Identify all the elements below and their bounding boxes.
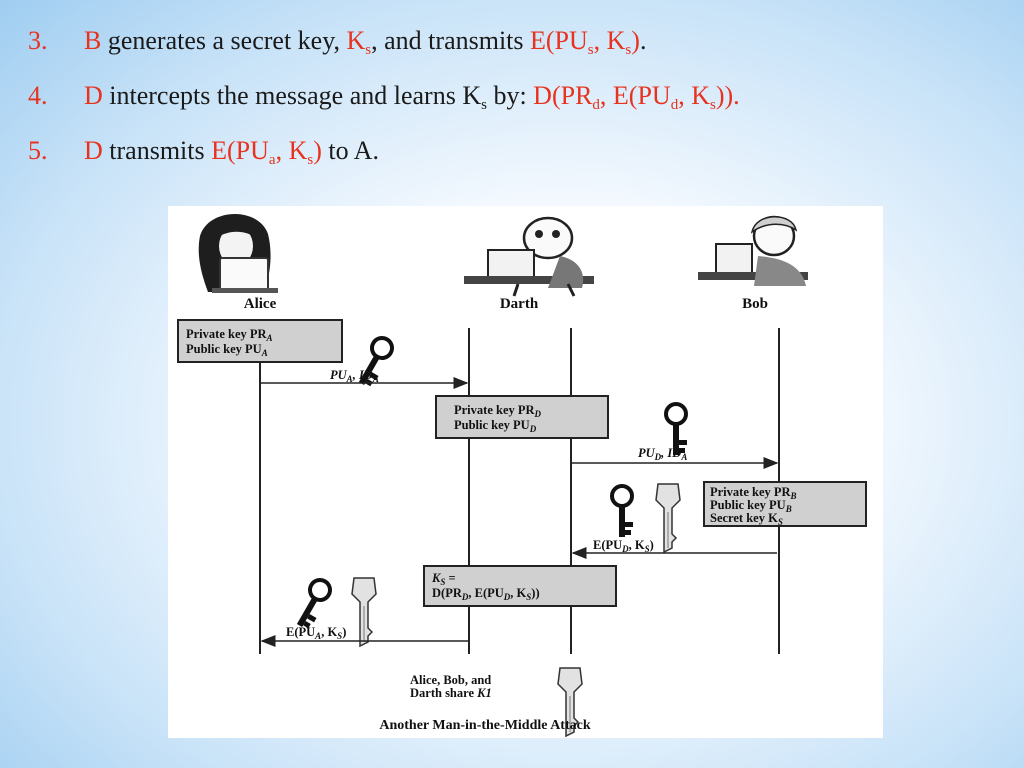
bullet-segment: , K [275, 136, 308, 165]
bullet-subscript: s [365, 42, 372, 58]
alice-private-sub: A [266, 333, 273, 343]
ks-derivation-box: KS = D(PRD, E(PUD, KS)) [423, 565, 617, 607]
bullet-segment: , K [593, 26, 626, 55]
bob-private-key: Private key PR [710, 485, 792, 499]
svg-text:Public key PUB: Public key PUB [710, 498, 792, 514]
share-note-line2: Darth share K1 [410, 686, 492, 700]
bullet-segment: ) [313, 136, 322, 165]
bullet-segment: B [84, 26, 102, 55]
bullet-subscript: s [307, 152, 314, 168]
bullet-segment: by: [486, 81, 534, 110]
svg-text:D(PRD, E(PUD, KS)): D(PRD, E(PUD, KS)) [432, 586, 540, 602]
actor-alice: Alice [244, 296, 277, 312]
bullet-text: B generates a secret key, Ks, and transm… [84, 26, 647, 58]
bullet-segment: intercepts the message and learns K [102, 81, 482, 110]
bullet-segment: ) [631, 26, 640, 55]
bullet-number: 3. [28, 26, 48, 55]
bullet-segment: K [346, 26, 366, 55]
darth-key-box: Private key PRD Public key PUD [435, 395, 609, 439]
silver-key-icon [351, 577, 377, 647]
alice-private-key: Private key PR [186, 327, 268, 341]
actor-darth: Darth [500, 296, 539, 312]
alice-public-key: Public key PU [186, 342, 262, 356]
diagram-caption: Another Man-in-the-Middle Attack [379, 718, 590, 733]
bullet-subscript: s [481, 97, 487, 113]
svg-text:Private key PRA: Private key PRA [186, 327, 273, 343]
svg-text:Private key PRD: Private key PRD [454, 403, 542, 419]
bullet-text: D transmits E(PUa, Ks) to A. [84, 136, 379, 168]
bullet-segment: to A. [321, 136, 379, 165]
alice-figure-icon [198, 213, 278, 293]
darth-public-key: Public key PU [454, 418, 530, 432]
bullet-segment: , and transmits [371, 26, 531, 55]
alice-key-box: Private key PRA Public key PUA [177, 319, 343, 363]
svg-text:KS =: KS = [431, 571, 456, 587]
silver-key-icon [655, 483, 681, 553]
bullet-subscript: d [670, 97, 679, 113]
actor-bob: Bob [742, 296, 768, 312]
svg-text:Public key PUD: Public key PUD [454, 418, 537, 434]
msg3-label: E(PUD, KS) [593, 538, 654, 554]
bob-public-key: Public key PU [710, 498, 786, 512]
svg-text:Private key PRB: Private key PRB [710, 485, 797, 501]
bob-key-box: Private key PRB Public key PUB Secret ke… [703, 481, 867, 527]
bullet-segment: D(PR [533, 81, 593, 110]
msg2-label: PUD, IDA [638, 446, 687, 462]
darth-figure-icon [464, 216, 594, 297]
bullet-segment: )). [715, 81, 740, 110]
bullet-segment: transmits [102, 136, 212, 165]
bullet-segment: . [639, 26, 647, 55]
bullet-subscript: d [592, 97, 600, 113]
svg-text:Public key PUA: Public key PUA [186, 342, 268, 358]
alice-public-sub: A [261, 348, 268, 358]
bullet-subscript: s [587, 42, 594, 58]
mitm-diagram: Alice Darth Bob Private key PRA Public k… [168, 206, 883, 738]
svg-text:Secret key KS: Secret key KS [710, 511, 783, 527]
bob-figure-icon [698, 215, 808, 286]
msg4-label: E(PUA, KS) [286, 625, 346, 641]
bullet-segment: D [84, 136, 103, 165]
bullet-segment: E(PU [530, 26, 588, 55]
ornate-key-icon [610, 484, 635, 539]
bullet-subscript: s [625, 42, 632, 58]
bob-secret-key: Secret key K [710, 511, 778, 525]
bullet-number: 4. [28, 81, 48, 110]
bullet-number: 5. [28, 136, 48, 165]
key-icon [288, 574, 337, 634]
msg1-label: PUA, IDA [330, 368, 379, 384]
bullet-segment: generates a secret key, [101, 26, 347, 55]
bullet-segment: , E(PU [599, 81, 671, 110]
darth-private-key: Private key PR [454, 403, 536, 417]
bullet-text: D intercepts the message and learns Ks b… [84, 81, 740, 113]
bullet-subscript: s [709, 97, 716, 113]
share-note-line1: Alice, Bob, and [410, 673, 491, 687]
bullet-segment: D [84, 81, 103, 110]
bullet-segment: , K [678, 81, 710, 110]
bullet-subscript: a [268, 152, 276, 168]
bullet-segment: E(PU [211, 136, 269, 165]
mitm-diagram-svg: Alice Darth Bob Private key PRA Public k… [177, 213, 867, 737]
